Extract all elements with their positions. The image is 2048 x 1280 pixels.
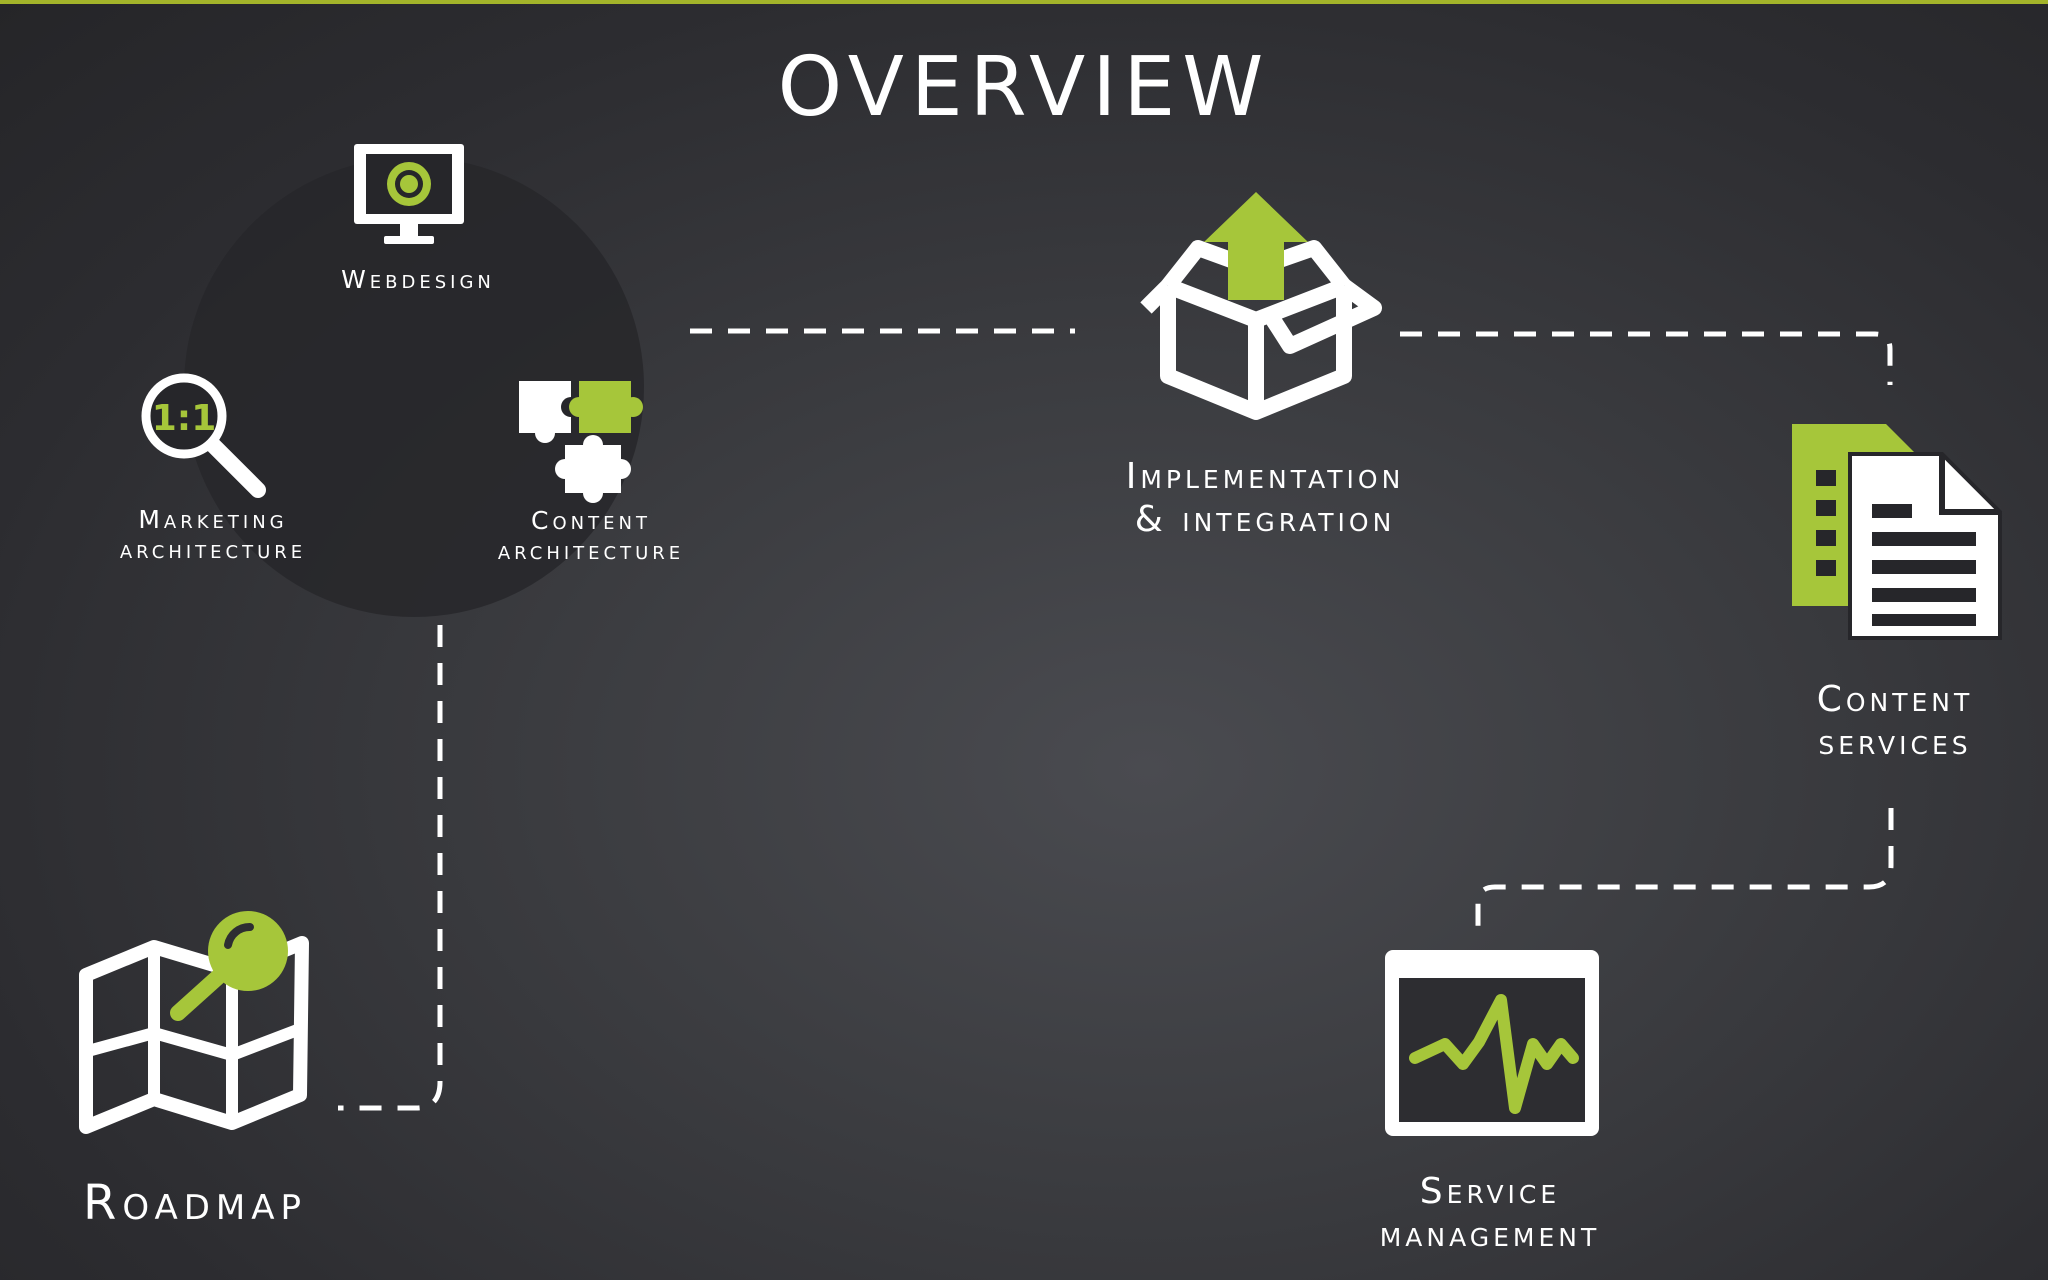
- activity-monitor-icon: [1385, 950, 1599, 1136]
- puzzle-icon: [519, 381, 643, 503]
- roadmap-label: Roadmap: [82, 1175, 308, 1231]
- marketing-architecture-label: Marketing architecture: [119, 505, 307, 564]
- content-architecture-label: Content architecture: [497, 506, 685, 565]
- map-search-icon: [79, 911, 309, 1134]
- box-upload-icon: [1140, 192, 1382, 420]
- content-services-label: Content services: [1816, 679, 1974, 764]
- connector-cluster-to-roadmap: [338, 625, 443, 1111]
- connector-content-services-to-service-management: [1475, 808, 1894, 940]
- top-accent-bar: [0, 0, 2048, 4]
- monitor-icon: [354, 144, 464, 244]
- service-management-label: Service management: [1379, 1171, 1601, 1256]
- page-title: OVERVIEW: [777, 40, 1271, 135]
- magnifier-icon: 1:1: [141, 373, 266, 498]
- magnifier-ratio-text: 1:1: [152, 398, 217, 439]
- documents-icon: [1792, 424, 2002, 640]
- connector-implementation-to-content-services: [1400, 331, 1893, 385]
- implementation-integration-label: Implementation & integration: [1125, 456, 1405, 541]
- webdesign-label: Webdesign: [341, 265, 495, 294]
